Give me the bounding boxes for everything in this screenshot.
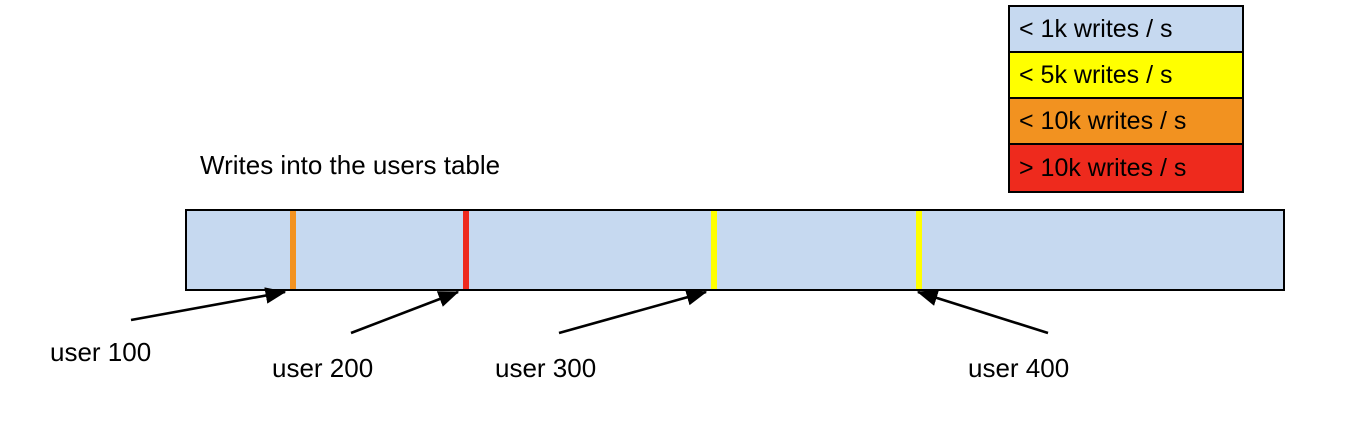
legend-row-gt-10k: > 10k writes / s — [1010, 145, 1242, 191]
chart-title: Writes into the users table — [200, 150, 501, 180]
legend: < 1k writes / s < 5k writes / s < 10k wr… — [1008, 5, 1244, 193]
label-user-300: user 300 — [495, 353, 597, 383]
marker-user-200 — [463, 211, 469, 289]
legend-row-lt-1k: < 1k writes / s — [1010, 7, 1242, 53]
label-user-400: user 400 — [968, 353, 1070, 383]
legend-row-lt-10k: < 10k writes / s — [1010, 99, 1242, 145]
legend-row-lt-5k: < 5k writes / s — [1010, 53, 1242, 99]
marker-user-100 — [290, 211, 296, 289]
legend-label-lt-1k: < 1k writes / s — [1019, 14, 1173, 43]
arrow-user-100 — [130, 287, 287, 322]
legend-label-lt-10k: < 10k writes / s — [1019, 106, 1187, 135]
arrow-user-400 — [916, 289, 1049, 335]
label-user-200: user 200 — [272, 353, 374, 383]
label-user-100: user 100 — [50, 337, 152, 367]
arrow-user-300 — [558, 289, 708, 335]
legend-label-gt-10k: > 10k writes / s — [1019, 153, 1187, 182]
marker-user-400 — [916, 211, 922, 289]
marker-user-300 — [711, 211, 717, 289]
legend-label-lt-5k: < 5k writes / s — [1019, 60, 1173, 89]
arrow-user-200 — [350, 290, 460, 335]
users-table-bar — [185, 209, 1285, 291]
